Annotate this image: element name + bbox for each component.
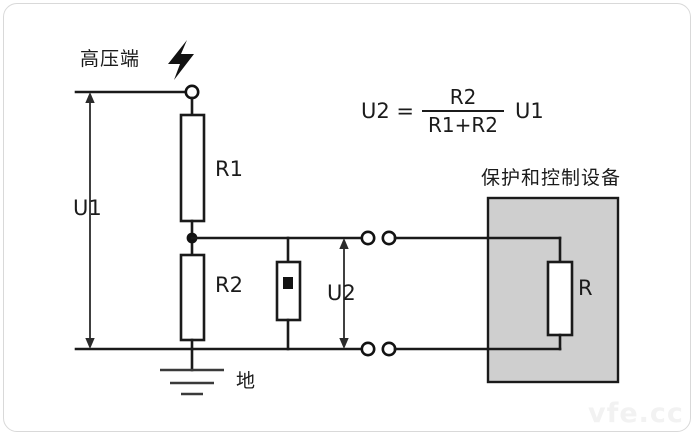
u1-voltage-label: U1 — [73, 196, 102, 220]
ground-label: 地 — [236, 370, 257, 392]
watermark: vfe.cc — [588, 398, 684, 429]
arrester-inner-marker — [283, 277, 293, 289]
ground-symbol-icon — [160, 368, 224, 396]
resistor-r1-label: R1 — [215, 157, 243, 181]
terminal-circle-icon-upper-left — [360, 230, 376, 246]
terminal-circle-icon-lower-right — [381, 341, 397, 357]
u2-dimension-arrow — [339, 238, 349, 349]
formula-rhs: U1 — [515, 99, 544, 123]
u2-voltage-label: U2 — [327, 281, 356, 305]
formula-fraction: R2 R1+R2 — [422, 85, 505, 137]
resistor-r1 — [179, 113, 206, 223]
terminal-circle-icon-upper-right — [381, 230, 397, 246]
u1-dimension-arrow — [85, 92, 95, 349]
resistor-r2 — [179, 253, 206, 342]
formula-numerator: R2 — [449, 85, 477, 109]
voltage-divider-formula: U2 = R2 R1+R2 U1 — [361, 85, 544, 137]
resistor-r-load-label: R — [578, 276, 593, 300]
lightning-bolt-icon — [168, 40, 194, 80]
high-voltage-terminal-label: 高压端 — [80, 48, 141, 70]
resistor-r-load — [546, 260, 574, 337]
formula-denominator: R1+R2 — [422, 110, 505, 137]
equipment-box-label: 保护和控制设备 — [481, 167, 622, 189]
resistor-r2-label: R2 — [215, 273, 243, 297]
surge-arrester-icon — [275, 260, 302, 322]
terminal-circle-icon-top — [184, 84, 200, 100]
formula-lhs: U2 = — [361, 99, 415, 123]
terminal-circle-icon-lower-left — [360, 341, 376, 357]
